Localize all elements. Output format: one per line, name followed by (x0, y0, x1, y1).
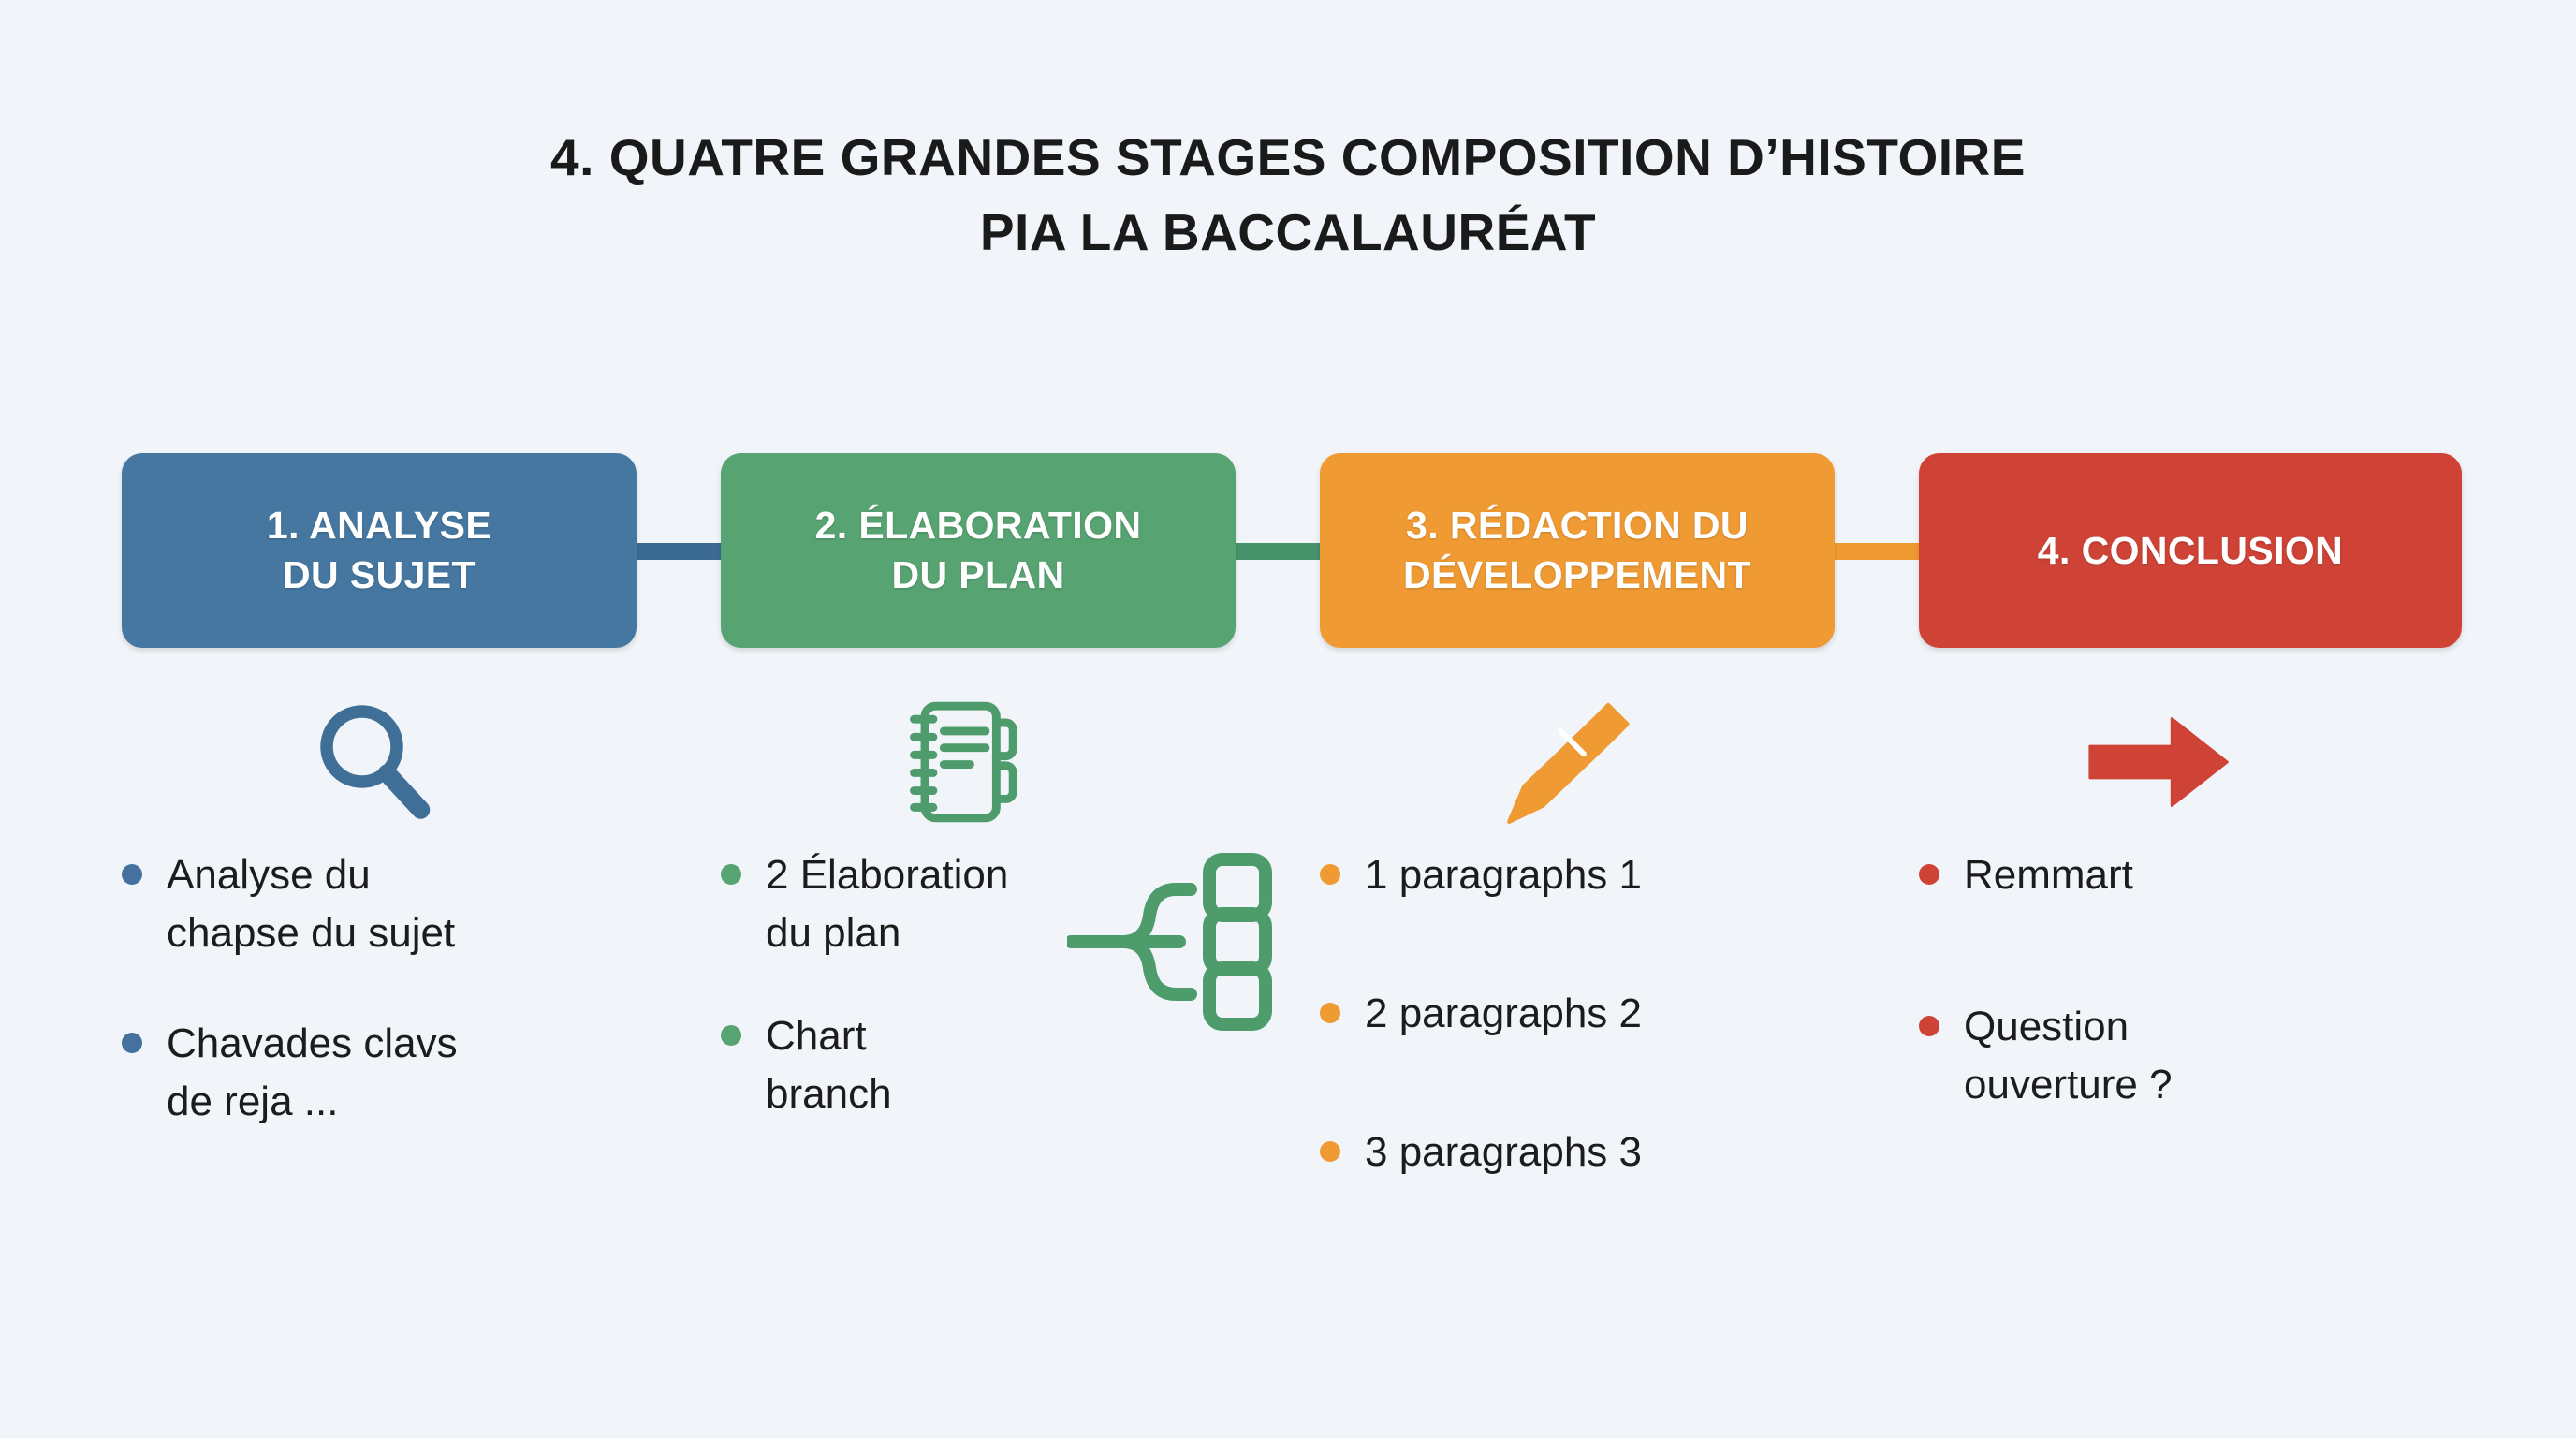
list-item: 3 paragraphs 3 (1320, 1123, 1881, 1181)
stage-box-conclusion[interactable]: 4. CONCLUSION (1919, 453, 2462, 648)
connector-1-to-2 (627, 543, 730, 560)
bullet-dot (721, 864, 741, 885)
bullet-list: Analyse du chapse du sujet Chavades clav… (122, 846, 683, 1131)
notebook-icon-wrap (721, 678, 1282, 846)
stage-box-analyse-du-sujet[interactable]: 1. ANALYSE DU SUJET (122, 453, 637, 648)
magnifier-icon (320, 705, 431, 819)
stage-label: 3. RÉDACTION DU DÉVELOPPEMENT (1403, 504, 1751, 596)
stage-box-redaction-du-developpement[interactable]: 3. RÉDACTION DU DÉVELOPPEMENT (1320, 453, 1835, 648)
bullet-text: 2 paragraphs 2 (1365, 990, 1642, 1036)
bullet-dot (1919, 1016, 1939, 1036)
bullet-text: Chart branch (766, 1013, 892, 1117)
pen-icon (1507, 702, 1630, 824)
bullet-text: Analyse du chapse du sujet (167, 852, 456, 956)
bullet-dot (721, 1025, 741, 1046)
bullet-dot (122, 1033, 142, 1053)
arrow-right-icon (2088, 717, 2229, 807)
list-item: Remmart (1919, 846, 2481, 904)
bullet-text: Question ouverture ? (1964, 1004, 2173, 1108)
list-item: 2 paragraphs 2 (1320, 985, 1881, 1043)
list-item: Question ouverture ? (1919, 998, 2481, 1114)
stage-column-analyse: Analyse du chapse du sujet Chavades clav… (122, 678, 683, 1183)
bullet-text: 3 paragraphs 3 (1365, 1129, 1642, 1175)
stage-box-elaboration-du-plan[interactable]: 2. ÉLABORATION DU PLAN (721, 453, 1236, 648)
bullet-list: 1 paragraphs 1 2 paragraphs 2 3 paragrap… (1320, 846, 1881, 1181)
stage-label: 4. CONCLUSION (2037, 528, 2344, 572)
list-item: Analyse du chapse du sujet (122, 846, 683, 962)
stage-column-elaboration: 2 Élaboration du plan Chart branch (721, 678, 1282, 1168)
branch-tree-icon (1067, 853, 1272, 1031)
bullet-dot (122, 864, 142, 885)
pen-icon-wrap (1320, 678, 1881, 846)
bullet-dot (1320, 1141, 1340, 1162)
stage-label: 1. ANALYSE DU SUJET (266, 504, 492, 596)
stage-column-redaction: 1 paragraphs 1 2 paragraphs 2 3 paragrap… (1320, 678, 1881, 1262)
bullet-list: Remmart Question ouverture ? (1919, 846, 2481, 1114)
bullet-text: 2 Élaboration du plan (766, 852, 1009, 956)
bullet-dot (1919, 864, 1939, 885)
title-line-2: PIA LA BACCALAURÉAT (979, 203, 1597, 261)
notebook-icon (910, 701, 1017, 823)
stage-label: 2. ÉLABORATION DU PLAN (814, 504, 1142, 596)
bullet-text: 1 paragraphs 1 (1365, 852, 1642, 898)
list-item: 2 Élaboration du plan (721, 846, 1282, 962)
bullet-text: Remmart (1964, 852, 2133, 898)
stage-flow: 1. ANALYSE DU SUJET 2. ÉLABORATION DU PL… (122, 453, 2462, 648)
list-item: Chart branch (721, 1007, 1282, 1123)
list-item: 1 paragraphs 1 (1320, 846, 1881, 904)
bullet-dot (1320, 1003, 1340, 1023)
connector-2-to-3 (1226, 543, 1329, 560)
title-line-1: 4. QUATRE GRANDES STAGES COMPOSITION D’H… (550, 128, 2026, 186)
bullet-list: 2 Élaboration du plan Chart branch (721, 846, 1282, 1123)
bullet-text: Chavades clavs de reja ... (167, 1020, 458, 1124)
connector-3-to-4 (1825, 543, 1928, 560)
list-item: Chavades clavs de reja ... (122, 1015, 683, 1131)
arrow-right-icon-wrap (1919, 678, 2481, 846)
page-title: 4. QUATRE GRANDES STAGES COMPOSITION D’H… (0, 120, 2576, 270)
bullet-dot (1320, 864, 1340, 885)
stage-column-conclusion: Remmart Question ouverture ? (1919, 678, 2481, 1208)
magnifier-icon-wrap (122, 678, 683, 846)
